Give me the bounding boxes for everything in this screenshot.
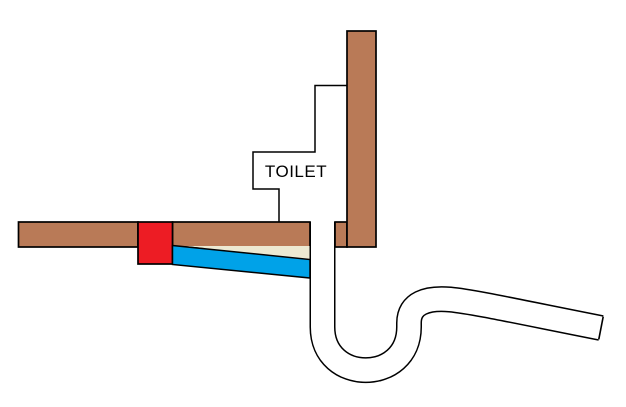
drain-pipe-end-cap	[598, 316, 604, 340]
drain-trap-pipe-interior	[311, 222, 604, 382]
toilet-outline	[252, 84, 347, 222]
toilet-label: TOILET	[265, 162, 327, 181]
floor-right-slab	[334, 221, 348, 248]
wall-stud	[346, 30, 377, 248]
flange-red-block	[137, 221, 174, 265]
floor-left-slab	[17, 221, 139, 248]
floor-center-slab	[171, 221, 311, 248]
toilet-body-fill	[253, 85, 347, 222]
